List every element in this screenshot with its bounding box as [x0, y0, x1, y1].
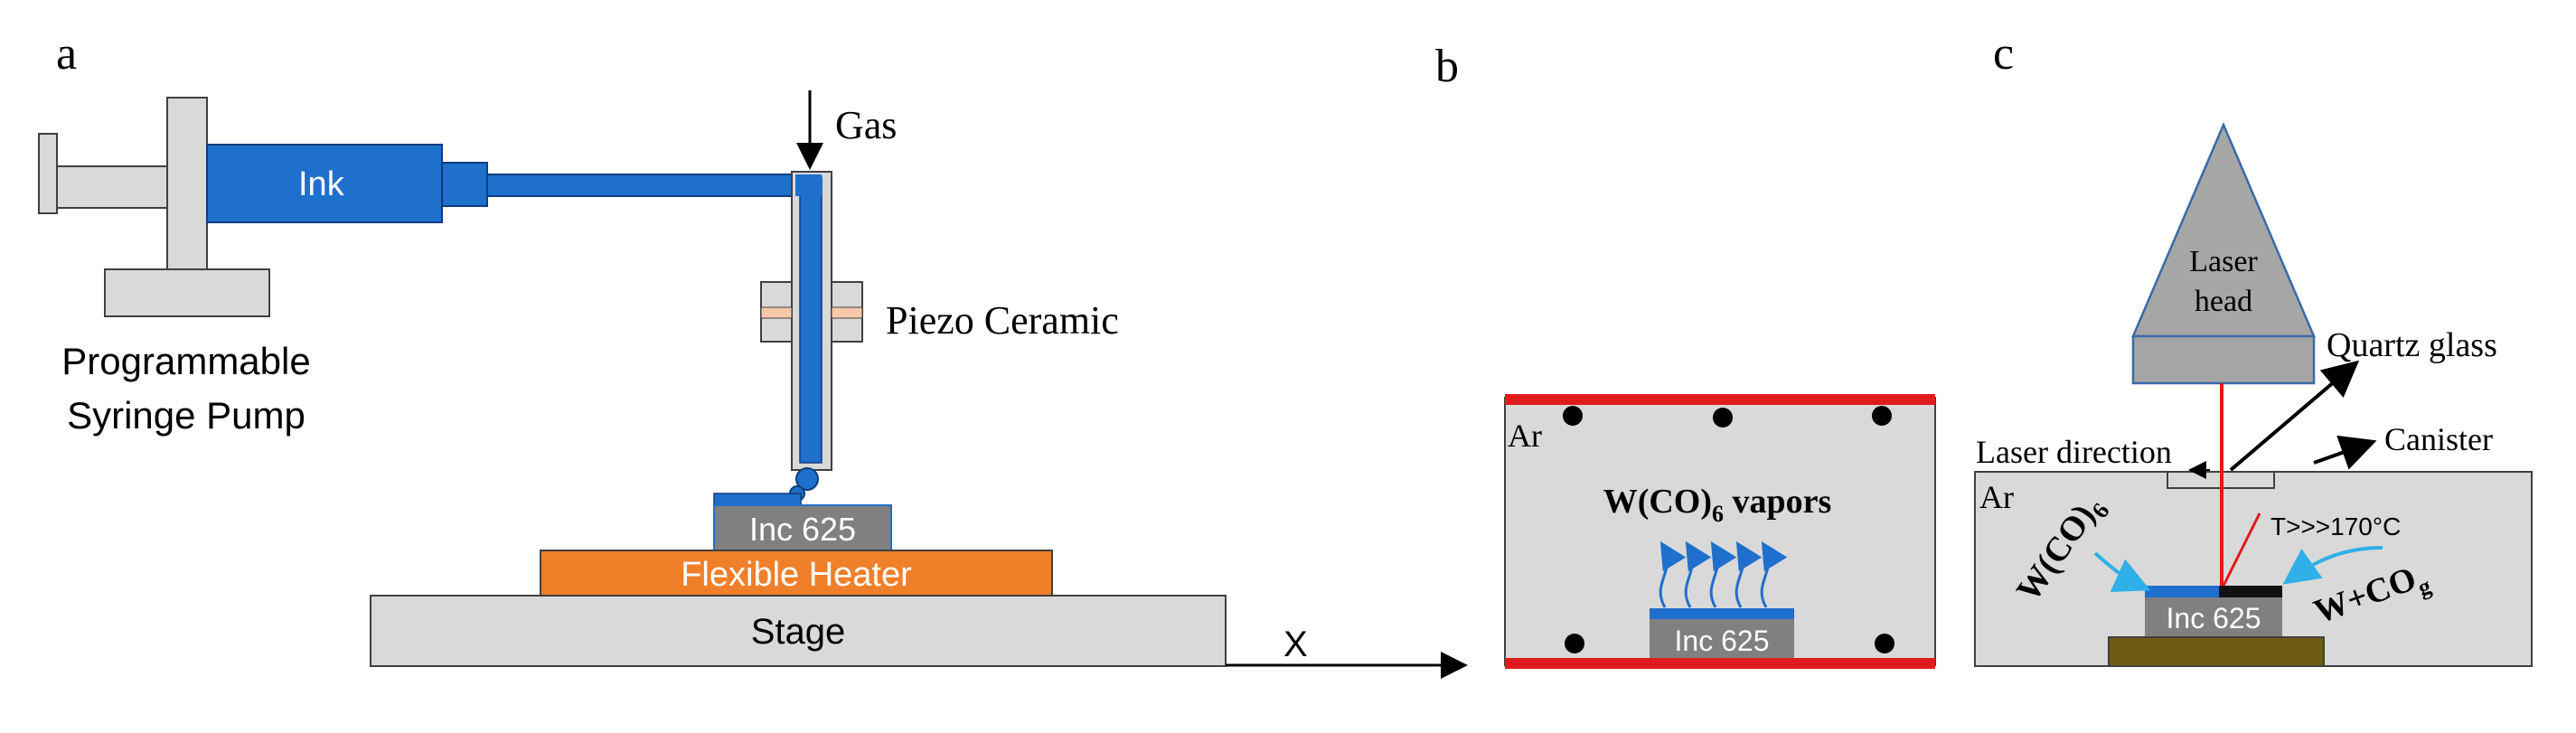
- vapor-arrow: [1659, 540, 1687, 608]
- laser-head-base: [2131, 334, 2316, 385]
- precursor-arrow: [2093, 551, 2151, 592]
- substrate-b-label: Inc 625: [1675, 625, 1770, 657]
- laser-direction-label: Laser direction: [1976, 434, 2172, 470]
- panel-c-label: c: [1993, 28, 2014, 80]
- piezo-layer-left: [760, 306, 793, 319]
- substrate-c: [2145, 597, 2282, 637]
- canister-label: Canister: [2384, 421, 2493, 457]
- panel-b-label: b: [1435, 41, 1459, 92]
- plunger-cap: [38, 133, 58, 214]
- chamber-b-bottom-wall: [1505, 658, 1935, 669]
- feed-tube-joint: [795, 174, 822, 196]
- laser-head-label-line2: head: [2195, 285, 2252, 318]
- piezo-layer-right: [831, 306, 863, 319]
- vapor-arrow: [1735, 540, 1763, 608]
- heater-label: Flexible Heater: [681, 556, 912, 594]
- substrate-c-coating: [2145, 586, 2219, 597]
- pump-clamp: [166, 97, 208, 270]
- pump-label-line1: Programmable: [61, 340, 310, 382]
- quartz-pointer-arrow: [2229, 360, 2360, 472]
- feed-tube: [486, 174, 806, 197]
- stage-label: Stage: [751, 612, 846, 652]
- substrate-b: [1650, 619, 1794, 658]
- chamber-b-bolt: [1565, 634, 1584, 653]
- heater-block: [2108, 636, 2325, 667]
- chamber-b-gas: Ar: [1508, 418, 1542, 454]
- chamber-b-bolt: [1872, 406, 1892, 426]
- chamber-b-bolt: [1875, 634, 1894, 653]
- flexible-heater: [540, 550, 1053, 597]
- panel-c: c Laser head Ar Quartz glass Canister La…: [1974, 28, 2533, 667]
- panel-a-label: a: [56, 28, 77, 80]
- vapor-arrow: [1760, 540, 1788, 608]
- vapor-arrow: [1684, 540, 1712, 608]
- canister-pointer-arrow: [2313, 435, 2377, 470]
- substrate-b-coating: [1650, 608, 1794, 619]
- panel-a: a Ink Programmable Syringe Pump Piezo Ce…: [38, 28, 1468, 679]
- pump-base: [104, 268, 270, 317]
- chamber-c-gas: Ar: [1979, 479, 2014, 515]
- panel-b: b Ar W(CO)6 vapors Inc 625: [1435, 41, 1936, 669]
- gas-label: Gas: [835, 103, 897, 147]
- substrate-c-label: Inc 625: [2167, 602, 2261, 634]
- piezo-label: Piezo Ceramic: [886, 298, 1119, 343]
- droplet: [795, 467, 819, 491]
- stage: [370, 595, 1227, 667]
- substrate-a-label: Inc 625: [749, 511, 856, 548]
- laser-beam-angled: [2220, 512, 2261, 590]
- temperature-label: T>>>170°C: [2270, 512, 2401, 540]
- vapor-label: W(CO)6 vapors: [1603, 483, 1832, 527]
- vapor-label-main: W(CO): [1603, 483, 1712, 521]
- ink-label: Ink: [298, 165, 345, 203]
- deposit-spot: [2219, 586, 2282, 597]
- vapor-label-sub: 6: [1712, 501, 1724, 527]
- deposited-ink: [713, 493, 802, 506]
- vapor-arrow: [1709, 540, 1737, 608]
- x-axis-label: X: [1283, 625, 1308, 664]
- product-arrow: [2282, 546, 2383, 585]
- chamber-b-bolt: [1563, 406, 1583, 426]
- barrel-nozzle: [441, 162, 488, 207]
- ink-barrel: [206, 144, 443, 223]
- vapor-label-tail: vapors: [1724, 483, 1831, 521]
- chamber-b-bolt: [1713, 408, 1733, 428]
- substrate-a: [713, 504, 892, 551]
- nozzle-ink-channel: [799, 176, 823, 464]
- chamber-b-top-wall: [1505, 394, 1935, 405]
- plunger-rod: [56, 165, 168, 209]
- laser-head-label-line1: Laser: [2189, 245, 2258, 278]
- pump-label-line2: Syringe Pump: [67, 394, 306, 437]
- quartz-label: Quartz glass: [2327, 326, 2497, 364]
